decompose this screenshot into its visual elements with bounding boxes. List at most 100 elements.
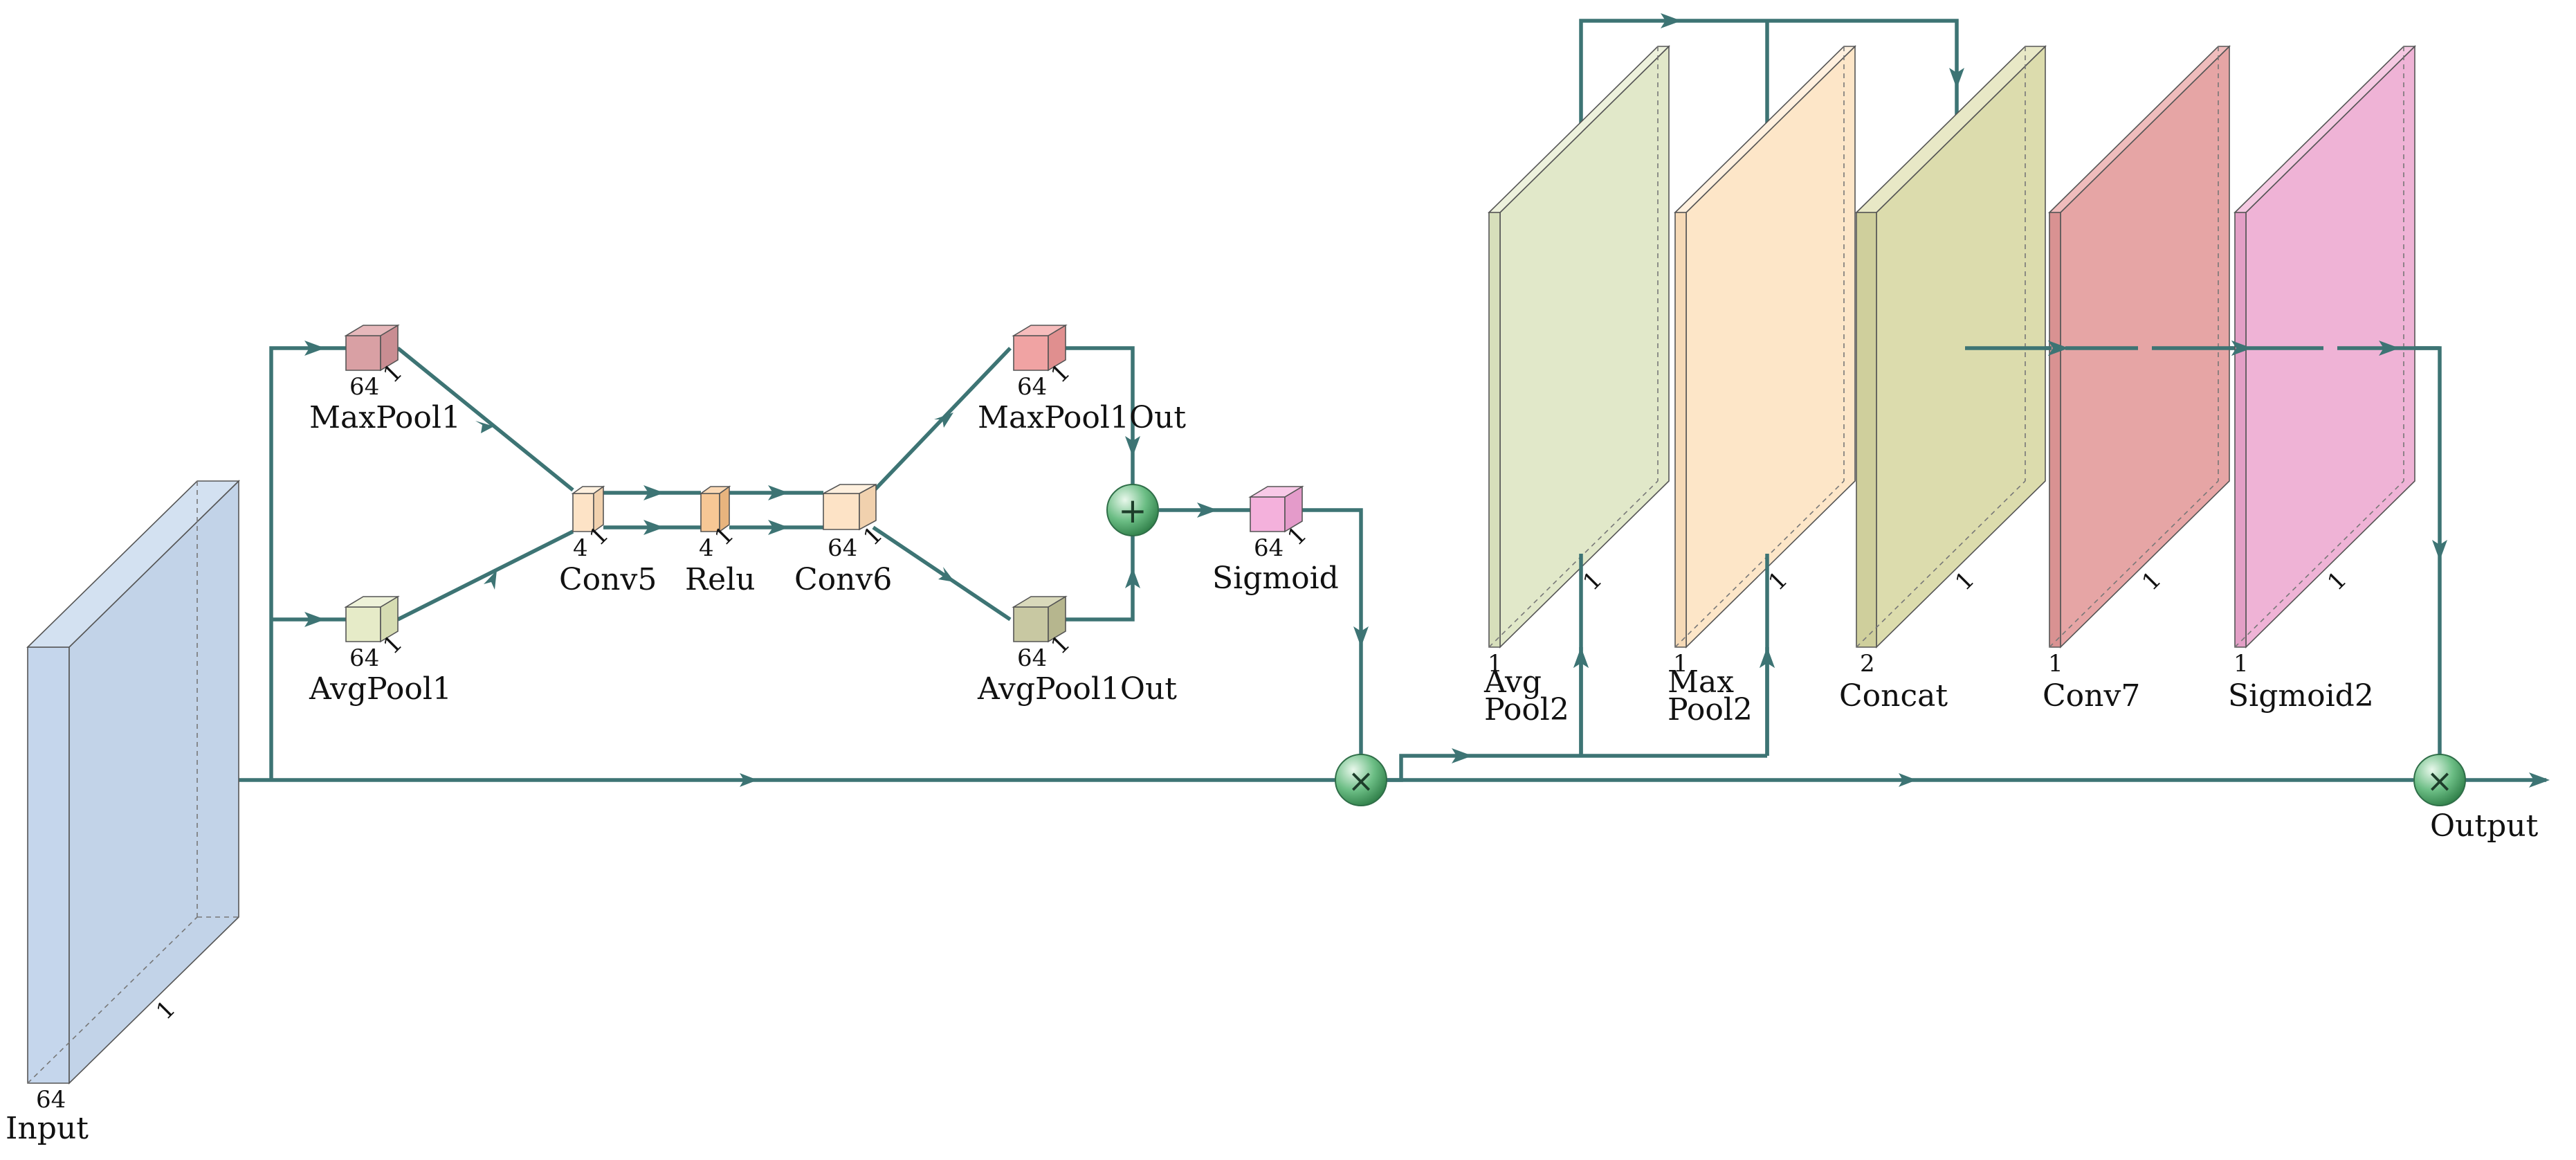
conv6-block: 64 1 Conv6 xyxy=(794,483,892,597)
sigmoid-label: Sigmoid xyxy=(1212,561,1339,596)
maxpool1out-label: MaxPool1Out xyxy=(978,400,1186,435)
maxpool2-front xyxy=(1674,212,1687,648)
relu-top xyxy=(699,486,731,494)
multiply-operator: × xyxy=(1335,754,1387,806)
input-side xyxy=(68,480,239,1085)
add-symbol: + xyxy=(1118,491,1147,531)
avgpool2-label-line1: Avg xyxy=(1483,664,1542,700)
conv6-top xyxy=(823,484,877,494)
arrow-maxpool1-conv5 xyxy=(475,421,494,433)
sigmoid-front xyxy=(1250,496,1286,532)
multiply-symbol: × xyxy=(1348,762,1375,799)
arrow-maxout-add xyxy=(1125,436,1140,457)
maxpool2-depth: 1 xyxy=(1673,650,1688,678)
arrow-avgpool1-conv5 xyxy=(484,570,497,590)
arrow-sigmoid2-output xyxy=(2432,540,2447,561)
conv7-depth: 1 xyxy=(2048,650,2063,678)
edge-maxpool1out-add xyxy=(1066,346,1135,484)
maxpool2-label-line2: Pool2 xyxy=(1668,692,1753,727)
arrow-concat-conv7-overlay xyxy=(2048,341,2069,356)
maxpool2-side xyxy=(1686,45,1856,649)
multiply-circle xyxy=(1335,754,1387,806)
conv5-depth: 4 xyxy=(573,534,588,562)
arrow-top-loop xyxy=(1661,13,1681,28)
conv7-label: Conv7 xyxy=(2043,678,2140,714)
arrow-into-concat xyxy=(1949,68,1964,89)
edge-sigmoid-multiply xyxy=(1302,508,1363,756)
relu-depth: 4 xyxy=(699,534,714,562)
avgpool2-front xyxy=(1488,212,1501,648)
avgpool2-depth: 1 xyxy=(1488,650,1503,678)
edge-maxpool1-conv5 xyxy=(396,346,574,492)
maxpool2-block: 1 1 Max Pool2 xyxy=(1668,45,1856,727)
avgpool1-depth: 64 xyxy=(349,644,379,672)
avgpool1-front xyxy=(345,606,381,642)
input-front xyxy=(27,646,70,1084)
avgpool1out-front xyxy=(1013,606,1049,642)
output-operator: × Output xyxy=(2413,754,2539,844)
sigmoid2-width: 1 xyxy=(2322,566,2353,597)
arrow-conv7-sigmoid2-overlay xyxy=(2231,341,2252,356)
avgpool1out-block: 64 1 AvgPool1Out xyxy=(977,595,1177,707)
concat-block: 2 1 Concat xyxy=(1839,45,2047,714)
avgpool1out-top xyxy=(1012,596,1068,608)
input-label: Input xyxy=(6,1111,89,1146)
maxpool1-top xyxy=(344,325,400,336)
arrow-trunk-1 xyxy=(740,773,758,787)
arrow-avgout-add xyxy=(1125,568,1140,588)
arrow-c5r-top xyxy=(643,485,664,500)
add-operator: + xyxy=(1106,484,1159,536)
add-circle xyxy=(1106,484,1159,536)
concat-label: Concat xyxy=(1839,678,1948,714)
arrow-spatial-branch xyxy=(1452,748,1472,763)
output-circle xyxy=(2413,754,2466,806)
avgpool2-side xyxy=(1499,45,1670,649)
arrow-rc6-bottom xyxy=(768,520,789,535)
edge-conv6-avgpool1out xyxy=(872,525,1012,622)
arrow-rc6-top xyxy=(768,485,789,500)
maxpool1out-block: 64 1 MaxPool1Out xyxy=(978,324,1186,435)
maxpool2-label-line1: Max xyxy=(1668,664,1734,700)
sigmoid2-depth: 1 xyxy=(2234,650,2249,678)
output-multiply-symbol: × xyxy=(2427,762,2454,799)
maxpool1-depth: 64 xyxy=(349,373,379,401)
conv5-top xyxy=(571,486,605,494)
avgpool1out-depth: 64 xyxy=(1017,644,1047,672)
relu-block: 4 1 Relu xyxy=(685,485,756,597)
sigmoid-depth: 64 xyxy=(1254,534,1284,562)
input-depth: 64 xyxy=(36,1086,66,1114)
maxpool1-block: 64 1 MaxPool1 xyxy=(309,324,461,435)
sigmoid2-front xyxy=(2234,212,2247,648)
avgpool1-label: AvgPool1 xyxy=(309,671,452,707)
conv6-label: Conv6 xyxy=(794,562,892,597)
avgpool2-label-line2: Pool2 xyxy=(1484,692,1569,727)
arrow-maxpool1-in xyxy=(304,341,325,356)
concat-depth: 2 xyxy=(1860,650,1875,678)
conv5-label: Conv5 xyxy=(559,562,657,597)
sigmoid2-label: Sigmoid2 xyxy=(2228,678,2374,714)
arrow-sigmoid2-mid-overlay xyxy=(2379,341,2400,356)
input-top xyxy=(26,480,240,648)
edge-avgpool1out-add xyxy=(1066,536,1135,622)
arrow-add-sigmoid xyxy=(1197,502,1218,518)
avgpool2-block: 1 1 Avg Pool2 xyxy=(1483,45,1670,727)
conv7-front xyxy=(2049,212,2061,648)
edge-avgpool1-conv5 xyxy=(396,529,574,622)
concat-front xyxy=(1856,212,1877,648)
avgpool1out-label: AvgPool1Out xyxy=(977,671,1177,707)
arrow-conv6-maxout xyxy=(934,413,953,428)
sigmoid-top xyxy=(1248,486,1304,498)
conv6-front xyxy=(823,493,860,530)
arrow-output-exit xyxy=(2529,772,2550,788)
maxpool1out-top xyxy=(1012,325,1068,336)
sigmoid2-block: 1 1 Sigmoid2 xyxy=(2228,45,2416,714)
maxpool1-label: MaxPool1 xyxy=(309,400,461,435)
avgpool1-block: 64 1 AvgPool1 xyxy=(309,595,452,707)
arrow-to-avgpool2-overlay xyxy=(1573,647,1589,668)
output-label: Output xyxy=(2430,808,2539,844)
sigmoid-block: 64 1 Sigmoid xyxy=(1212,485,1339,596)
conv7-block: 1 1 Conv7 xyxy=(2043,45,2231,714)
overlay-arrowheads xyxy=(1573,341,2400,668)
arrow-trunk-2 xyxy=(1899,773,1917,787)
